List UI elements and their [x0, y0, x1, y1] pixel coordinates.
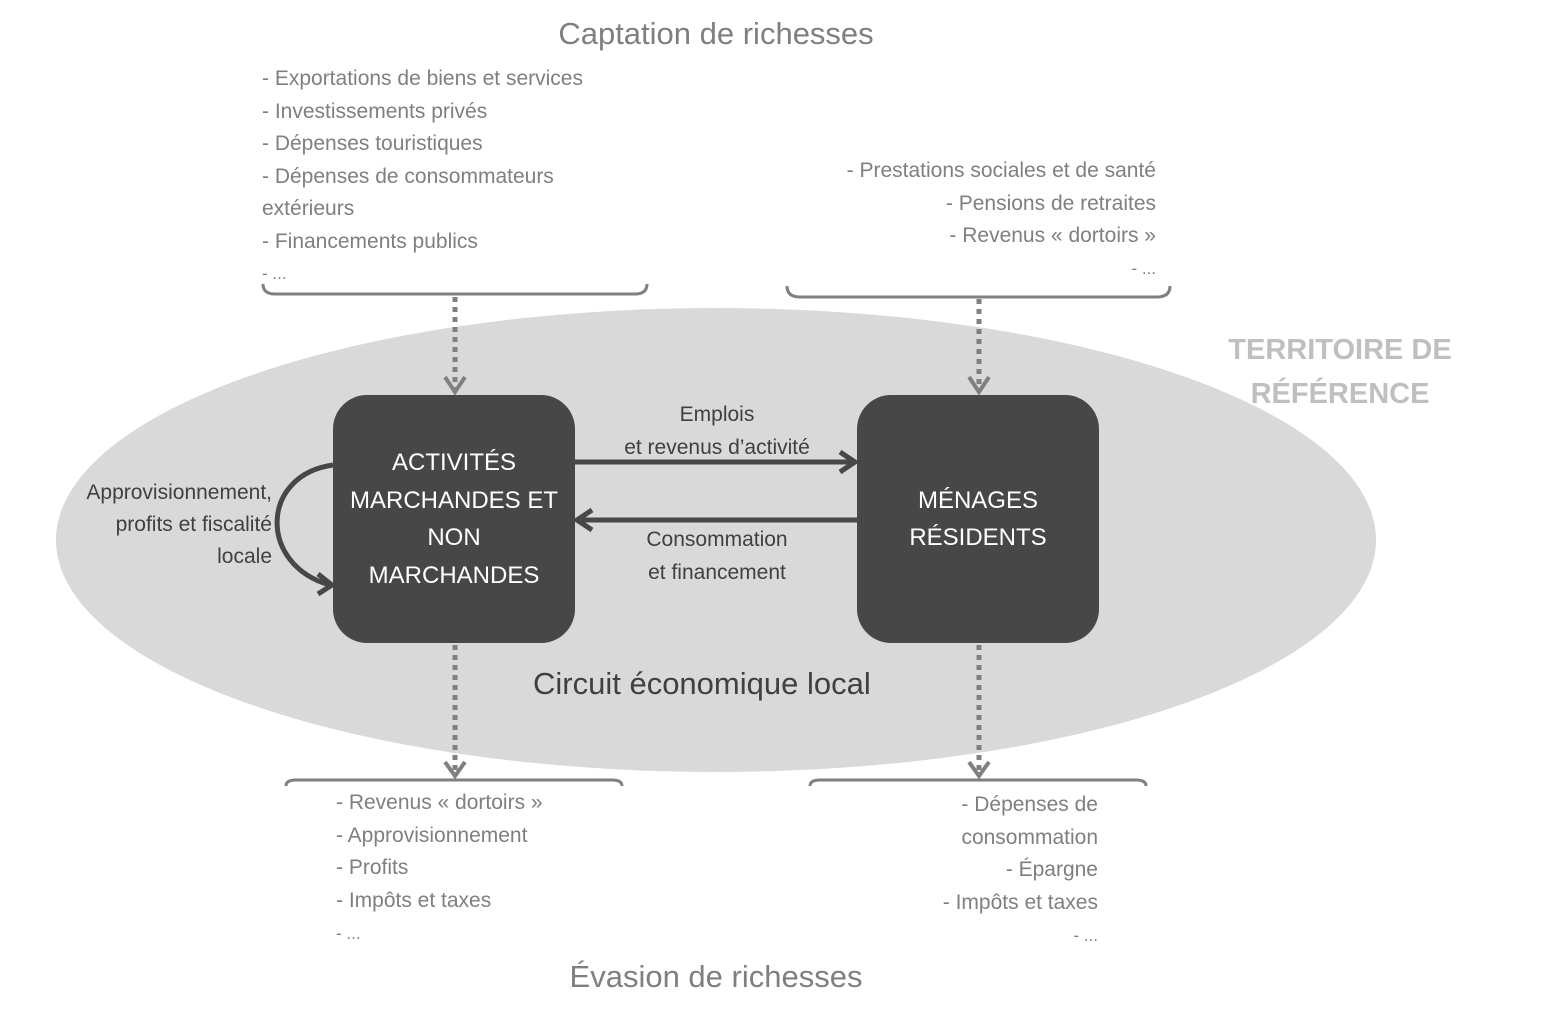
arrow-activities-to-households [575, 449, 860, 475]
dotted-arrow-evasion-right [967, 645, 991, 780]
loop-label: Approvisionnement, profits et fiscalité … [20, 477, 272, 573]
households-box-line: RÉSIDENTS [909, 524, 1047, 551]
activities-box: ACTIVITÉS MARCHANDES ET NON MARCHANDES [333, 395, 575, 643]
list-item: - Financements publics [262, 229, 478, 253]
list-item: - ... [336, 924, 361, 944]
list-item: - Exportations de biens et services [262, 67, 583, 90]
activities-box-line: MARCHANDES [368, 561, 540, 589]
evasion-right-brace [808, 778, 1148, 787]
list-item: - Dépenses touristiques [262, 132, 483, 156]
list-item: - Impôts et taxes [942, 890, 1098, 914]
list-item: - Approvisionnement [336, 823, 528, 847]
activities-box-line: MARCHANDES ET [349, 486, 559, 514]
capture-left-brace [261, 283, 649, 296]
circuit-label: Circuit économique local [533, 666, 871, 701]
list-item: - Pensions de retraites [945, 191, 1156, 215]
list-item: - Dépenses de consommateurs [262, 164, 554, 188]
list-item: extérieurs [262, 197, 355, 221]
list-item: - Revenus « dortoirs » [336, 791, 543, 814]
households-box-line: MÉNAGES [917, 486, 1038, 514]
list-item: consommation [961, 825, 1098, 849]
loop-arrow [274, 462, 337, 597]
capture-left-list: - Exportations de biens et services - In… [262, 63, 583, 289]
list-item: - Revenus « dortoirs » [949, 224, 1156, 248]
flow-label-consumption: Consommation et financement [597, 523, 837, 589]
list-item: - ... [1073, 926, 1098, 946]
loop-label-line: locale [217, 545, 272, 568]
activities-box-line: NON [427, 524, 481, 551]
loop-label-line: Approvisionnement, [86, 481, 272, 504]
flow-label-employment: Emplois et revenus d’activité [597, 398, 837, 464]
flow-label-line: et revenus d’activité [624, 436, 810, 459]
flow-label-line: Emplois [679, 403, 755, 426]
capture-right-brace [785, 285, 1172, 299]
list-item: - Impôts et taxes [336, 888, 492, 912]
list-item: - Épargne [1005, 858, 1098, 882]
activities-box-line: ACTIVITÉS [391, 449, 517, 476]
capture-right-list: - Prestations sociales et de santé - Pen… [780, 155, 1156, 285]
list-item: - Prestations sociales et de santé [846, 159, 1156, 182]
evasion-left-brace [284, 778, 624, 787]
evasion-title: Évasion de richesses [569, 959, 863, 994]
dotted-arrow-evasion-left [443, 645, 467, 780]
households-box: MÉNAGES RÉSIDENTS [857, 395, 1099, 643]
dotted-arrow-capture-left [443, 297, 467, 396]
list-item: - ... [1131, 258, 1156, 278]
list-item: - Investissements privés [262, 99, 488, 123]
list-item: - Dépenses de [961, 793, 1098, 816]
list-item: - ... [262, 263, 287, 283]
territory-label-line: TERRITOIRE DE [1228, 334, 1452, 366]
capture-title: Captation de richesses [558, 16, 874, 51]
territory-label: TERRITOIRE DE RÉFÉRENCE [1190, 328, 1490, 416]
list-item: - Profits [336, 856, 409, 880]
evasion-left-list: - Revenus « dortoirs » - Approvisionneme… [336, 787, 543, 951]
dotted-arrow-capture-right [967, 299, 991, 396]
flow-label-line: et financement [648, 561, 786, 584]
evasion-right-list: - Dépenses de consommation - Épargne - I… [830, 789, 1098, 953]
arrow-households-to-activities [572, 507, 858, 533]
loop-label-line: profits et fiscalité [115, 513, 272, 536]
territory-label-line: RÉFÉRENCE [1250, 378, 1430, 410]
flow-label-line: Consommation [646, 528, 788, 551]
